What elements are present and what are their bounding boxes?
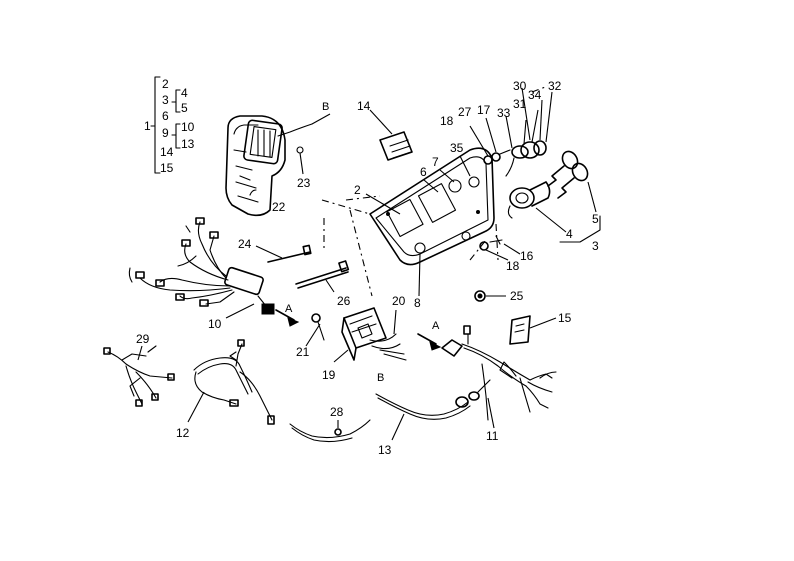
label-22: 22	[272, 200, 286, 214]
label-18-bottom: 18	[506, 259, 520, 273]
wiring-harness-13	[375, 379, 491, 441]
assembly-index: 2 3 4 5 6 1 9 10 13 14 15	[144, 76, 195, 175]
label-2: 2	[354, 183, 361, 197]
index-14: 14	[160, 145, 174, 159]
label-4: 4	[566, 227, 573, 241]
label-29: 29	[136, 332, 150, 346]
screw-21	[305, 313, 325, 347]
label-35: 35	[450, 141, 464, 155]
arrow-a-right-line	[417, 333, 437, 345]
label-12: 12	[176, 426, 190, 440]
index-4: 4	[181, 86, 188, 100]
index-3: 3	[162, 93, 169, 107]
panel-screws	[479, 235, 521, 261]
index-1: 1	[144, 119, 151, 133]
label-8: 8	[414, 296, 421, 310]
label-21: 21	[296, 345, 310, 359]
label-14: 14	[357, 99, 371, 113]
label-26: 26	[337, 294, 351, 308]
label-32: 32	[548, 79, 562, 93]
label-15: 15	[558, 311, 572, 325]
connector-b-bottom: B	[377, 372, 384, 384]
assembly-line-3	[349, 209, 373, 297]
assembly-line-1	[321, 199, 371, 215]
index-2: 2	[162, 77, 169, 91]
index-main-bracket	[154, 76, 161, 174]
headlight-housing	[225, 115, 313, 217]
index-5: 5	[181, 101, 188, 115]
wiring-harness-12	[187, 339, 275, 425]
index-10: 10	[181, 120, 195, 134]
label-23: 23	[297, 176, 311, 190]
decal	[509, 315, 557, 345]
index-sub-bracket-2	[175, 123, 181, 149]
label-19: 19	[322, 368, 336, 382]
index-9: 9	[162, 126, 169, 140]
connector-a-right: A	[432, 320, 440, 332]
indicator-lens	[369, 109, 413, 161]
control-box	[333, 307, 407, 363]
assembly-line-6	[469, 239, 487, 261]
label-10: 10	[208, 317, 222, 331]
label-13: 13	[378, 443, 392, 457]
label-18-top: 18	[440, 114, 454, 128]
label-20: 20	[392, 294, 406, 308]
label-17: 17	[477, 103, 491, 117]
dashboard-panel	[365, 147, 495, 266]
ignition-keys	[547, 150, 597, 213]
label-33: 33	[497, 106, 511, 120]
ignition-switch	[507, 181, 567, 233]
assembly-line-5	[495, 223, 499, 261]
label-3: 3	[592, 239, 599, 253]
cable-tie-24	[255, 244, 312, 263]
label-6: 6	[420, 165, 427, 179]
arrow-a-left-head	[287, 317, 300, 327]
arrow-a-left-line	[275, 309, 295, 321]
switch-hardware-stack	[469, 85, 553, 177]
index-13: 13	[181, 137, 195, 151]
connector-a-left: A	[285, 303, 293, 315]
grommet	[474, 290, 506, 302]
label-27: 27	[458, 105, 472, 119]
connector-b-top: B	[322, 101, 329, 113]
label-31: 31	[513, 97, 527, 111]
label-16: 16	[520, 249, 534, 263]
label-30: 30	[513, 79, 527, 93]
index-6: 6	[162, 109, 169, 123]
label-25: 25	[510, 289, 524, 303]
index-sub-bracket-1	[175, 89, 181, 113]
label-28: 28	[330, 405, 344, 419]
keyset-bracket	[559, 215, 601, 243]
label-11: 11	[486, 429, 499, 443]
assembly-line-4	[345, 195, 381, 201]
wiring-harness-28	[289, 419, 371, 443]
label-24: 24	[238, 237, 252, 251]
label-34: 34	[528, 88, 542, 102]
label-7: 7	[432, 155, 439, 169]
cable-tie-26	[295, 260, 350, 293]
wiring-harness-10	[128, 217, 275, 319]
index-15: 15	[160, 161, 174, 175]
label-5: 5	[592, 212, 599, 226]
wiring-harness-11	[441, 325, 557, 429]
arrow-a-right-head	[429, 341, 442, 351]
wiring-harness-29	[103, 345, 175, 407]
